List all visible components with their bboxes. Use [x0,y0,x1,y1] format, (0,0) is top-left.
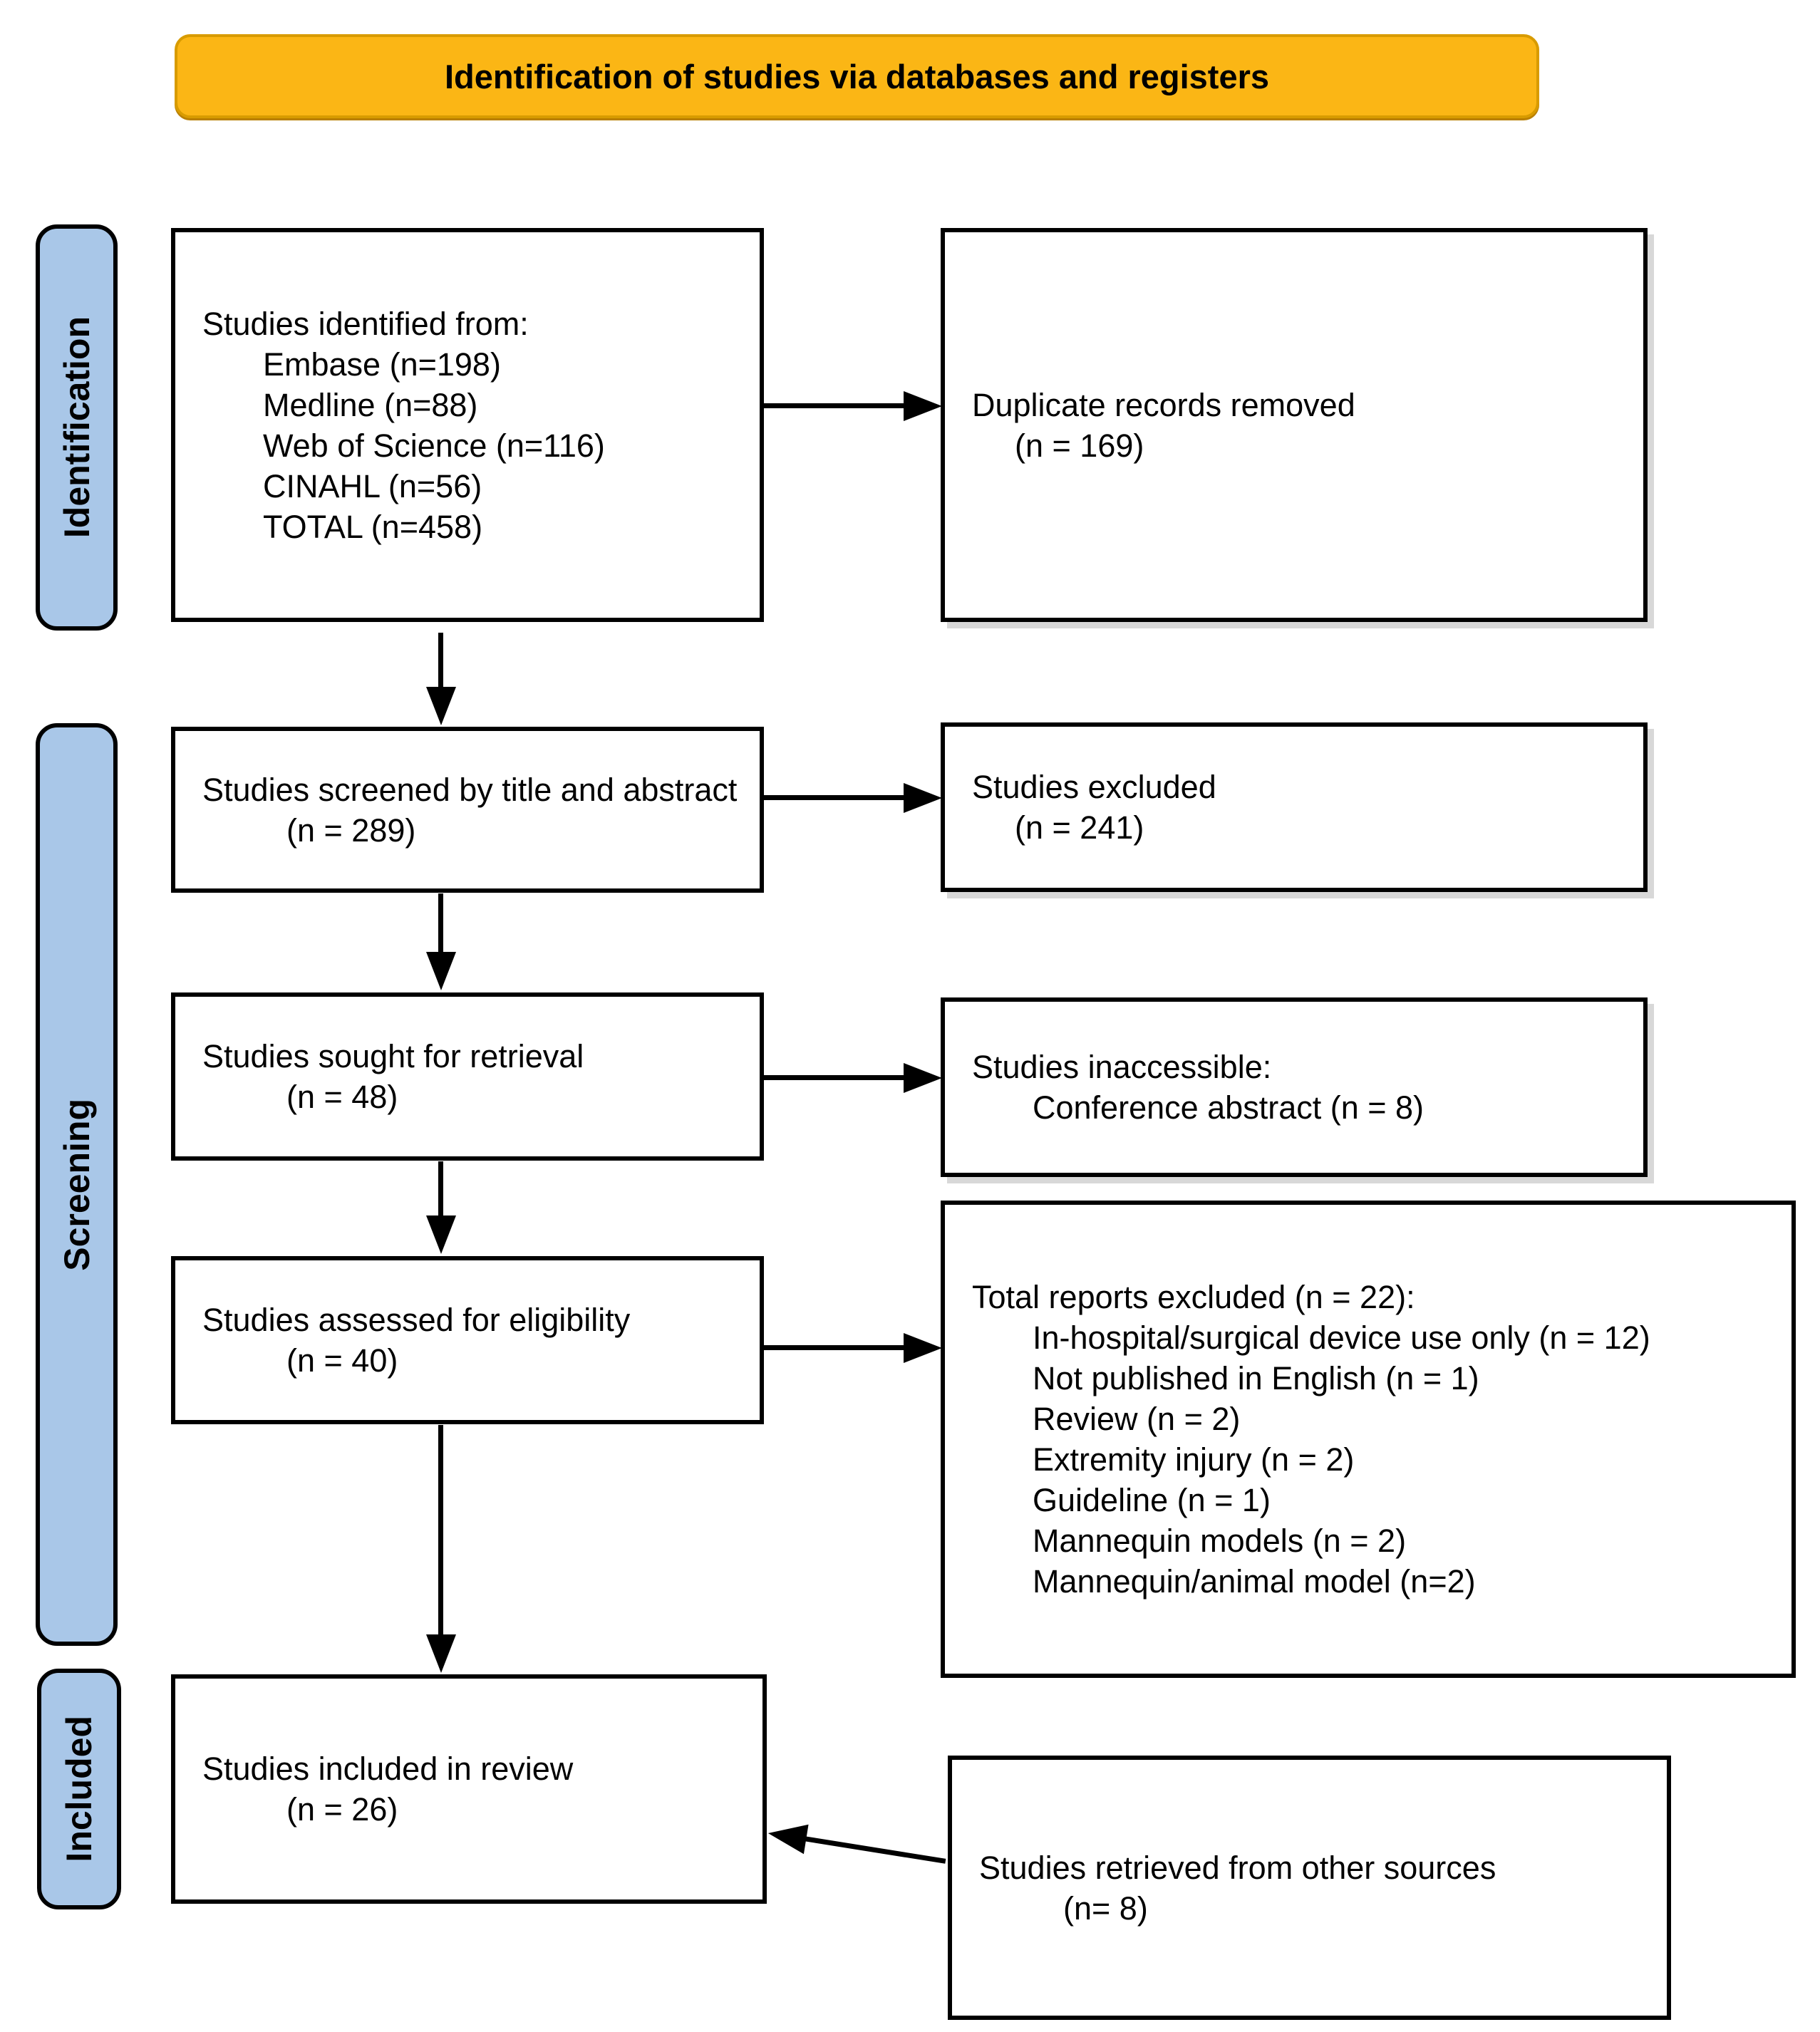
arrow-screened-to-excluded [764,795,904,800]
box-count: (n = 48) [286,1079,398,1115]
title-banner-label: Identification of studies via databases … [444,57,1270,95]
box-count: (n= 8) [1063,1890,1148,1927]
box-title: Duplicate records removed [972,386,1355,423]
arrow-identified-to-duplicates [764,403,904,408]
box-item: TOTAL (n=458) [263,508,483,545]
box-studies-identified: Studies identified from: Embase (n=198) … [171,228,764,622]
stage-label-included: Included [37,1669,121,1909]
box-item: CINAHL (n=56) [263,467,482,504]
box-other-sources: Studies retrieved from other sources (n=… [948,1756,1671,2020]
stage-label-identification: Identification [36,224,118,631]
arrow-screened-to-sought [438,893,443,952]
box-item: Review (n = 2) [1033,1401,1241,1437]
box-item: Mannequin models (n = 2) [1033,1523,1407,1559]
box-studies-inaccessible: Studies inaccessible: Conference abstrac… [941,997,1648,1177]
box-count: (n = 241) [1015,809,1144,846]
stage-label-screening-text: Screening [56,1098,97,1271]
box-item: In-hospital/surgical device use only (n … [1033,1320,1650,1356]
stage-label-identification-text: Identification [56,316,97,539]
box-title: Studies included in review [202,1751,574,1787]
box-studies-sought: Studies sought for retrieval (n = 48) [171,992,764,1161]
box-item: Embase (n=198) [263,346,501,383]
box-count: (n = 40) [286,1342,398,1379]
box-title: Studies excluded [972,769,1216,805]
box-item: Extremity injury (n = 2) [1033,1441,1355,1478]
box-studies-excluded: Studies excluded (n = 241) [941,722,1648,892]
box-title: Studies screened by title and abstract [202,771,738,808]
box-item: Conference abstract (n = 8) [1033,1089,1425,1126]
stage-label-screening: Screening [36,723,118,1646]
title-banner: Identification of studies via databases … [175,34,1539,118]
box-title: Studies retrieved from other sources [979,1849,1496,1886]
box-title: Studies sought for retrieval [202,1038,584,1074]
box-title: Total reports excluded (n = 22): [972,1279,1415,1315]
box-item: Mannequin/animal model (n=2) [1033,1563,1476,1600]
arrow-sought-to-assessed [438,1161,443,1215]
box-studies-assessed: Studies assessed for eligibility (n = 40… [171,1256,764,1424]
box-reports-excluded: Total reports excluded (n = 22): In-hosp… [941,1201,1796,1678]
box-title: Studies identified from: [202,305,529,342]
box-title: Studies assessed for eligibility [202,1302,631,1338]
arrow-shaft [802,1835,946,1864]
arrow-assessed-to-included [438,1425,443,1634]
box-duplicates-removed: Duplicate records removed (n = 169) [941,228,1648,622]
arrow-sought-to-inaccessible [764,1075,904,1080]
box-item: Not published in English (n = 1) [1033,1360,1479,1396]
arrow-other-sources-to-included [767,1830,946,1864]
arrow-assessed-to-reports-excluded [764,1345,904,1350]
box-studies-screened: Studies screened by title and abstract (… [171,727,764,893]
box-studies-included: Studies included in review (n = 26) [171,1674,767,1904]
box-count: (n = 289) [286,812,416,849]
stage-label-included-text: Included [59,1716,99,1862]
box-item: Web of Science (n=116) [263,427,605,464]
box-count: (n = 169) [1015,427,1144,464]
box-title: Studies inaccessible: [972,1049,1272,1085]
arrow-identified-to-screened [438,633,443,687]
box-count: (n = 26) [286,1791,398,1828]
box-item: Medline (n=88) [263,386,478,423]
box-item: Guideline (n = 1) [1033,1482,1271,1518]
